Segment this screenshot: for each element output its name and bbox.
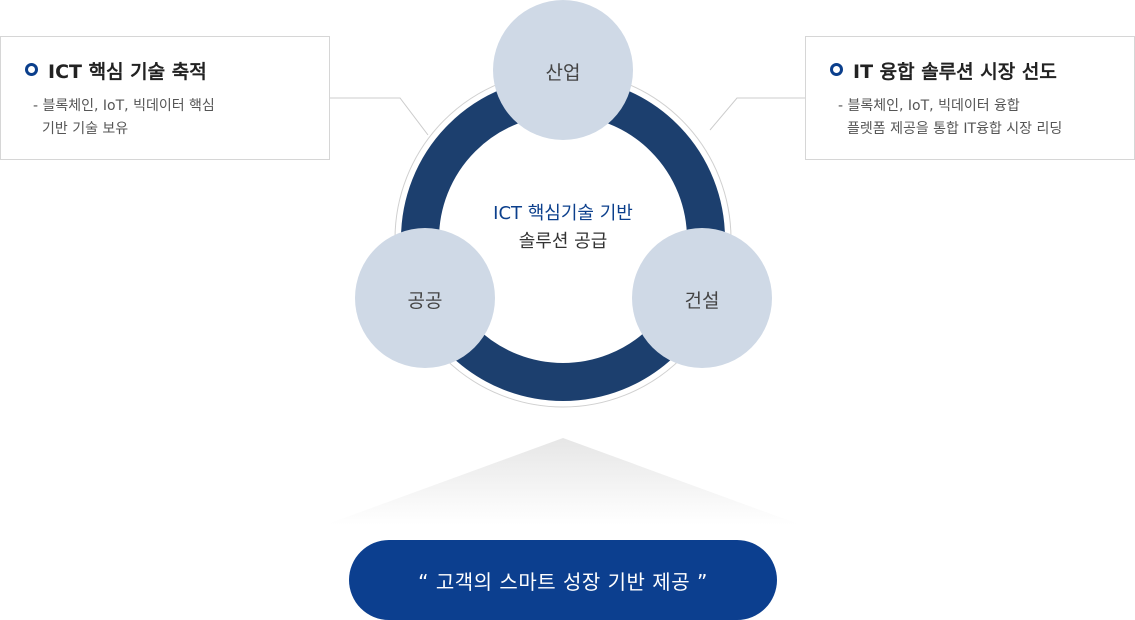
- circle-bullet-icon: [25, 63, 38, 76]
- node-top: [493, 0, 633, 140]
- connector-line-left: [330, 97, 429, 136]
- right-box-description: - 블록체인, IoT, 빅데이터 융합 플렛폼 제공을 통합 IT융합 시장 …: [838, 95, 1062, 141]
- center-label: ICT 핵심기술 기반 솔루션 공급: [463, 200, 663, 256]
- left-box-title-row: ICT 핵심 기술 축적: [25, 57, 207, 84]
- center-label-line1: ICT 핵심기술 기반: [493, 203, 633, 224]
- left-box-desc-line1: - 블록체인, IoT, 빅데이터 핵심: [33, 98, 215, 114]
- node-label-right: 건설: [684, 290, 720, 312]
- slogan-text: “ 고객의 스마트 성장 기반 제공 ”: [418, 569, 708, 594]
- right-box-desc-line1: - 블록체인, IoT, 빅데이터 융합: [838, 98, 1020, 114]
- node-left: [355, 228, 495, 368]
- slogan-banner: “ 고객의 스마트 성장 기반 제공 ”: [349, 540, 777, 620]
- node-label-left: 공공: [407, 290, 443, 312]
- circle-bullet-icon: [830, 63, 843, 76]
- left-box-description: - 블록체인, IoT, 빅데이터 핵심 기반 기술 보유: [33, 95, 215, 141]
- spotlight-fan: [325, 438, 801, 525]
- right-box-title-row: IT 융합 솔루션 시장 선도: [830, 57, 1057, 84]
- connector-line-right: [709, 97, 805, 131]
- right-box-title: IT 융합 솔루션 시장 선도: [853, 61, 1057, 83]
- right-box-desc-line2: 플렛폼 제공을 통합 IT융합 시장 리딩: [847, 121, 1063, 137]
- node-right: [632, 228, 772, 368]
- left-info-box: ICT 핵심 기술 축적 - 블록체인, IoT, 빅데이터 핵심 기반 기술 …: [0, 36, 330, 160]
- center-label-line2: 솔루션 공급: [518, 231, 608, 252]
- node-label-top: 산업: [545, 62, 581, 84]
- left-box-desc-line2: 기반 기술 보유: [42, 121, 129, 137]
- right-info-box: IT 융합 솔루션 시장 선도 - 블록체인, IoT, 빅데이터 융합 플렛폼…: [805, 36, 1135, 160]
- left-box-title: ICT 핵심 기술 축적: [48, 61, 207, 83]
